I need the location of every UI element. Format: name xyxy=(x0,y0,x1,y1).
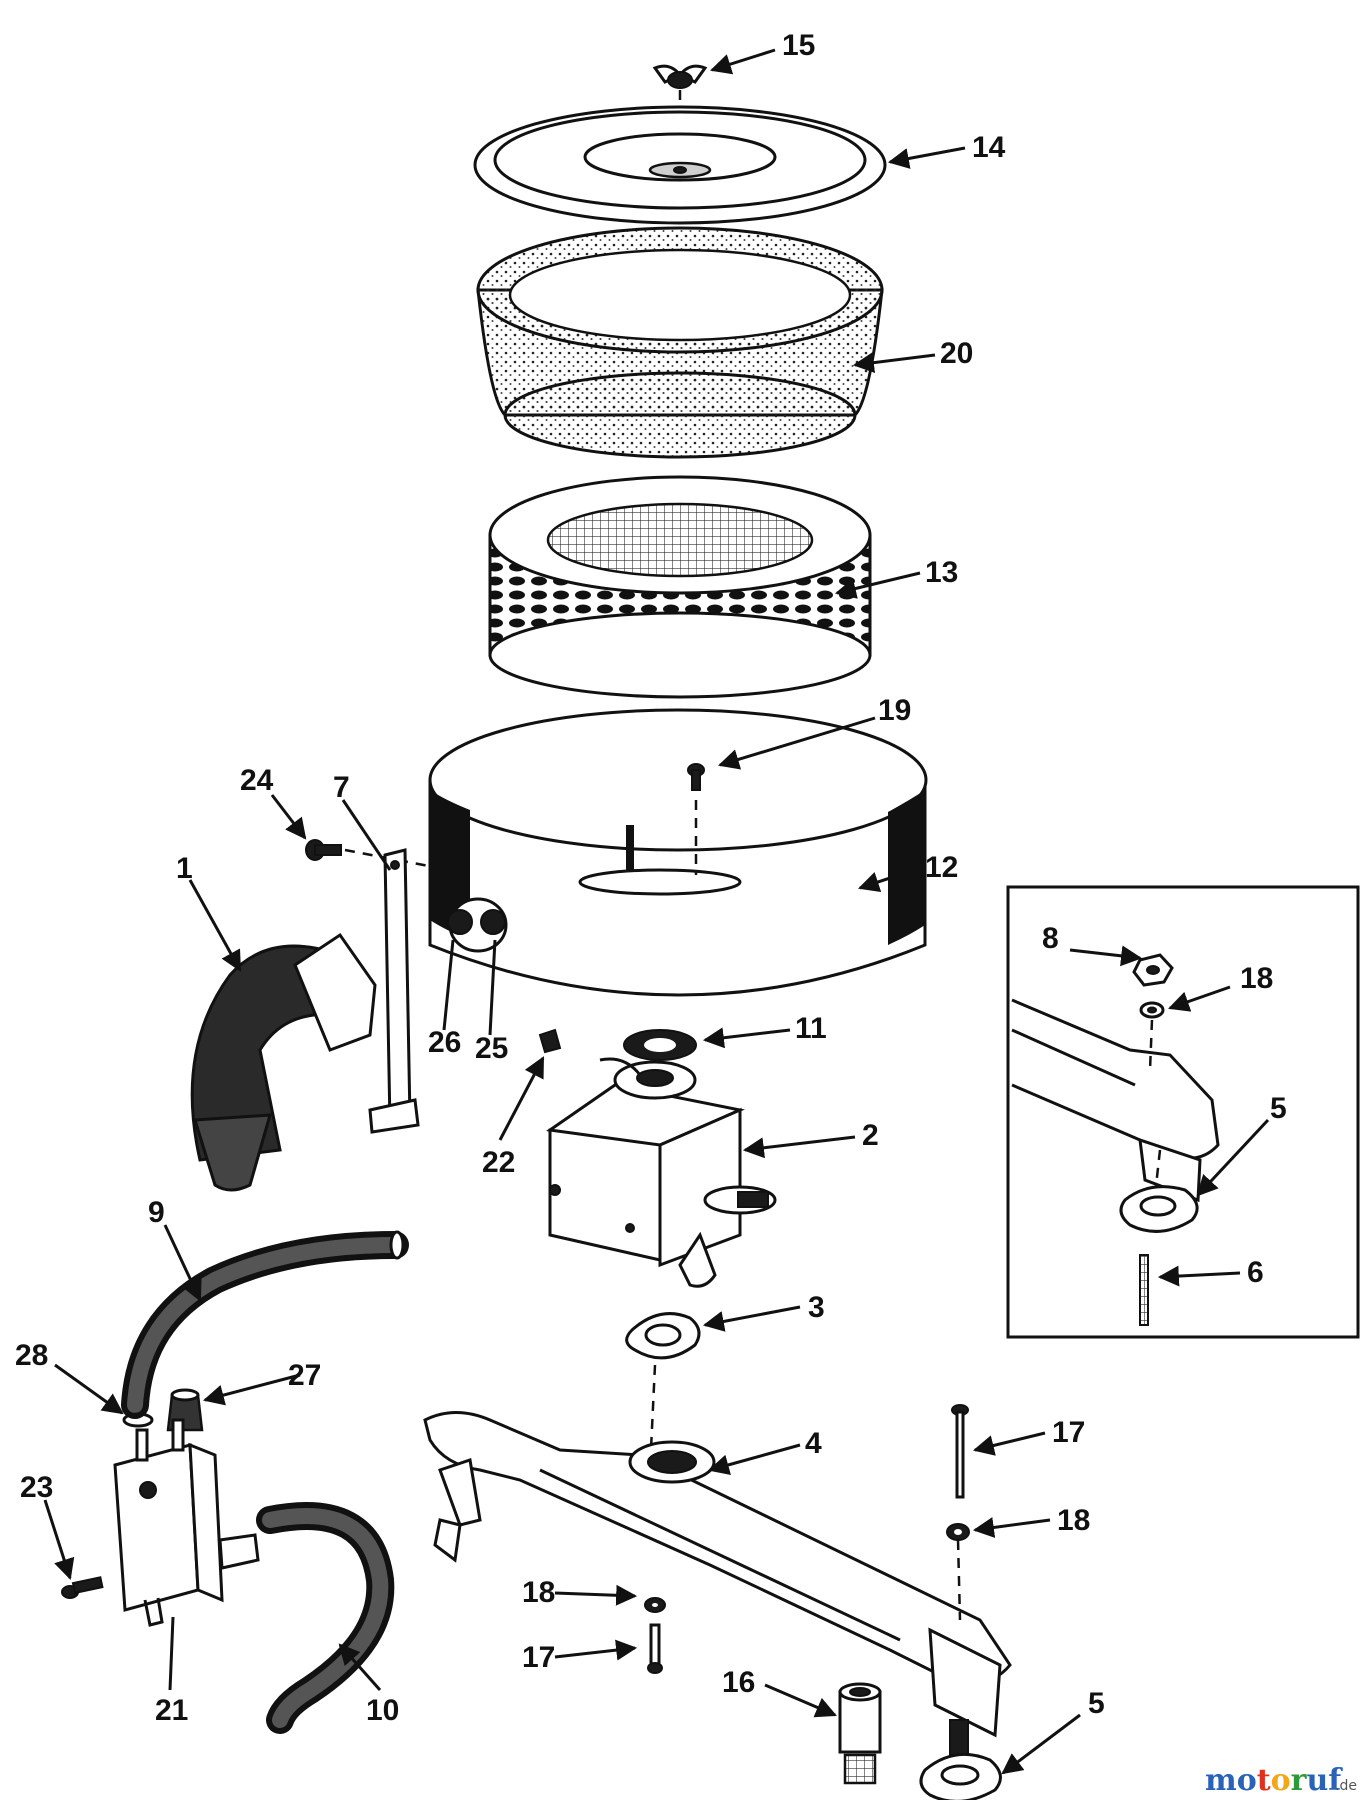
label-28: 28 xyxy=(15,1339,48,1372)
wm-suffix: .de xyxy=(1335,1778,1357,1794)
label-3: 3 xyxy=(808,1291,825,1324)
label-17-right: 17 xyxy=(1052,1416,1085,1449)
label-24: 24 xyxy=(240,764,274,797)
stud-part xyxy=(951,1404,969,1499)
lower-washer-part xyxy=(644,1597,666,1613)
air-cleaner-cover-part xyxy=(473,105,887,225)
inset-nut-part xyxy=(1132,953,1174,987)
label-1: 1 xyxy=(176,852,193,885)
watermark-logo: motoruf .de xyxy=(1205,1763,1357,1798)
inset-stud-part xyxy=(1139,1254,1149,1326)
inset-gasket-part xyxy=(1119,1185,1199,1233)
label-7: 7 xyxy=(333,771,350,804)
label-14: 14 xyxy=(972,131,1006,164)
leader-lines xyxy=(43,48,1270,1775)
wm-letter-3: t xyxy=(1257,1763,1271,1798)
label-16: 16 xyxy=(722,1666,755,1699)
label-15: 15 xyxy=(782,29,815,62)
label-18-lower: 18 xyxy=(522,1576,555,1609)
callout-labels: 15 14 20 13 19 12 24 7 1 26 25 11 22 2 3… xyxy=(15,29,1287,1727)
label-19: 19 xyxy=(878,694,911,727)
wm-letter-7: f xyxy=(1328,1763,1343,1798)
wm-letter-2: o xyxy=(1237,1763,1257,1798)
washer-part xyxy=(946,1523,970,1541)
label-13: 13 xyxy=(925,556,958,589)
label-17-lower: 17 xyxy=(522,1641,555,1674)
carb-gasket-part xyxy=(623,1029,697,1061)
svg-text:motoruf: motoruf xyxy=(1205,1763,1343,1798)
air-cleaner-base-part xyxy=(428,708,928,997)
label-25: 25 xyxy=(475,1032,508,1065)
lower-stud-part xyxy=(647,1623,663,1674)
label-21: 21 xyxy=(155,1694,188,1727)
fuel-pump-part xyxy=(113,1418,260,1627)
mounting-bosses xyxy=(447,897,508,953)
screw-part xyxy=(687,763,705,791)
wm-letter-5: r xyxy=(1291,1763,1308,1798)
label-26: 26 xyxy=(428,1026,461,1059)
label-12: 12 xyxy=(925,851,958,884)
label-23: 23 xyxy=(20,1471,53,1504)
label-22: 22 xyxy=(482,1146,515,1179)
wing-nut-part xyxy=(652,64,708,89)
wm-letter-6: u xyxy=(1306,1763,1328,1798)
label-20: 20 xyxy=(940,337,973,370)
label-4: 4 xyxy=(805,1427,822,1460)
exhaust-gasket-part xyxy=(919,1752,1002,1800)
bracket-part xyxy=(368,848,420,1134)
label-9: 9 xyxy=(148,1196,165,1229)
label-5-bottom: 5 xyxy=(1088,1687,1105,1720)
inset-washer-part xyxy=(1139,1001,1165,1019)
wm-letter-4: o xyxy=(1271,1763,1291,1798)
wm-letter-1: m xyxy=(1205,1763,1237,1798)
label-2: 2 xyxy=(862,1119,879,1152)
label-8: 8 xyxy=(1042,922,1059,955)
clip-part xyxy=(538,1028,562,1054)
carburetor-part xyxy=(545,1057,777,1288)
filter-element-part xyxy=(488,475,872,699)
label-27: 27 xyxy=(288,1359,321,1392)
bolt-part xyxy=(305,839,342,861)
label-5-inset: 5 xyxy=(1270,1092,1287,1125)
air-horn-elbow-part xyxy=(190,932,377,1192)
label-6: 6 xyxy=(1247,1256,1264,1289)
fuel-hose-lower-part xyxy=(256,1502,395,1734)
small-screw-part xyxy=(61,1576,104,1599)
detail-inset xyxy=(1006,885,1360,1339)
label-10: 10 xyxy=(366,1694,399,1727)
foam-precleaner-part xyxy=(476,226,884,459)
hose-clamp-part xyxy=(122,1412,154,1428)
label-11: 11 xyxy=(795,1012,827,1045)
intake-manifold-part xyxy=(423,1411,1012,1756)
flange-gasket-part xyxy=(625,1312,701,1360)
label-18-right: 18 xyxy=(1057,1504,1090,1537)
pipe-fitting-part xyxy=(838,1682,882,1785)
fuel-hose-upper-part xyxy=(121,1230,409,1419)
inset-manifold-part xyxy=(1011,998,1220,1203)
label-18-inset: 18 xyxy=(1240,962,1273,995)
